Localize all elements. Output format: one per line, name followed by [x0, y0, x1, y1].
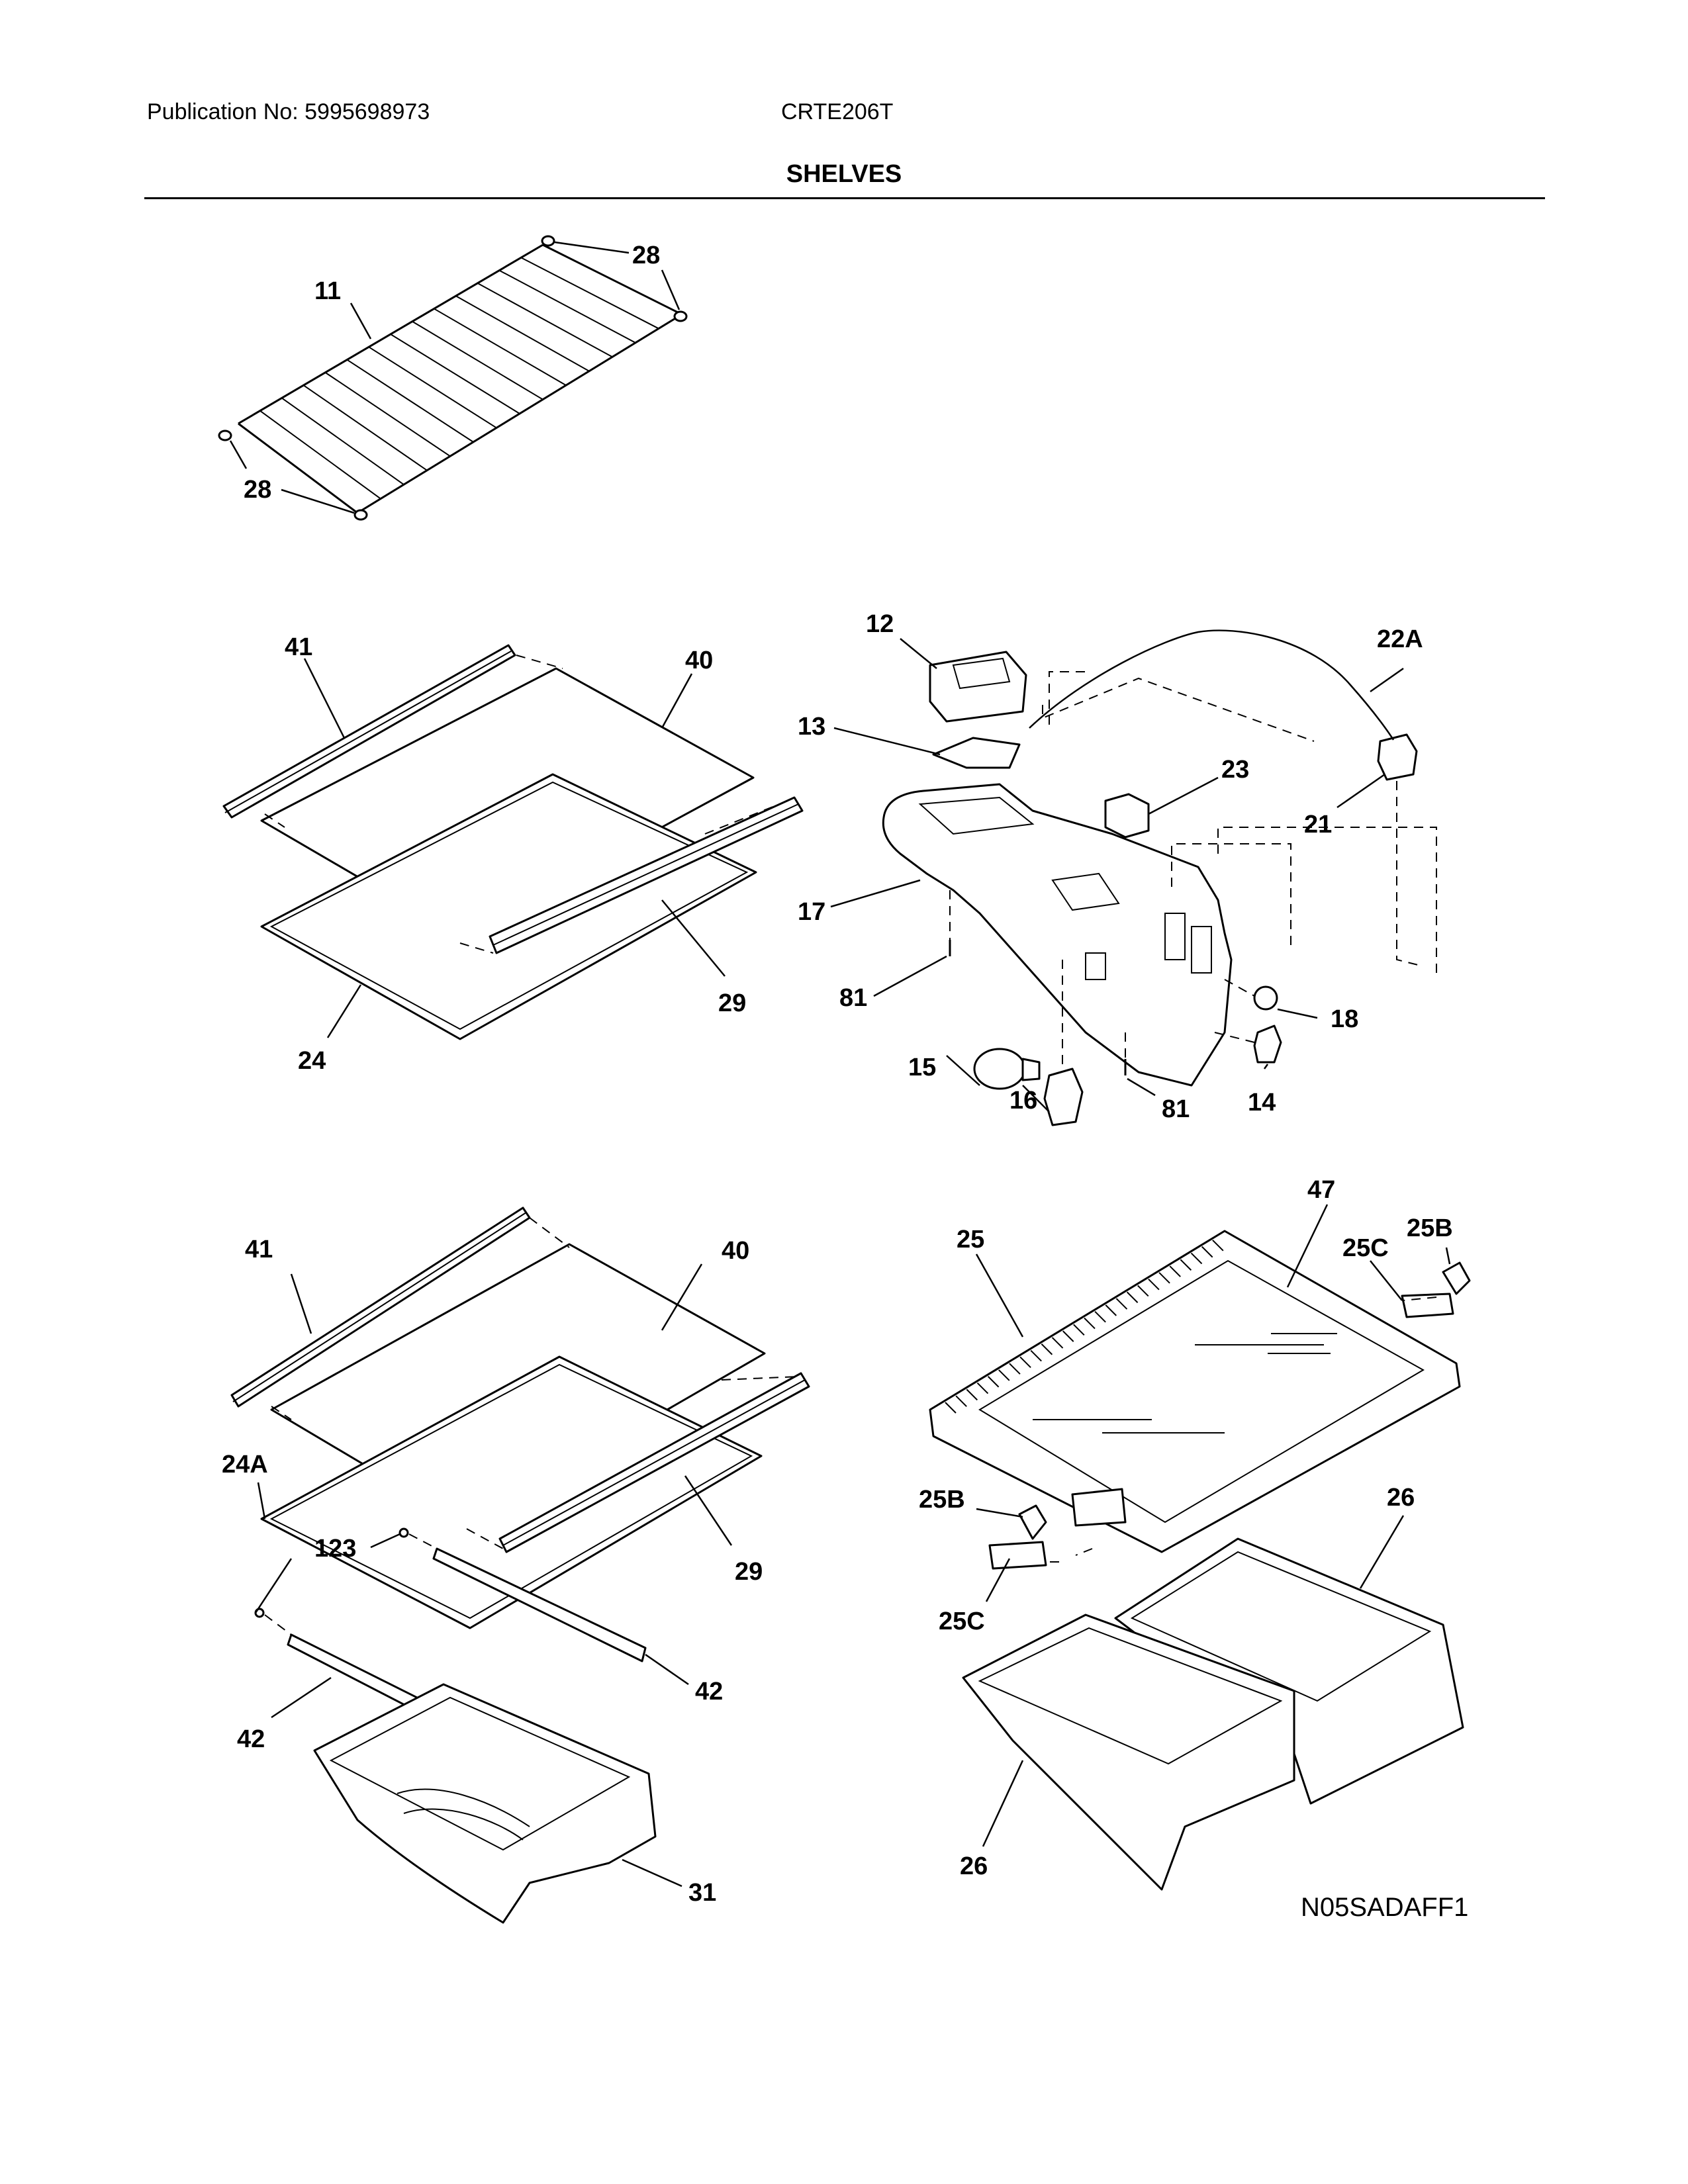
crisper-leaders — [975, 1204, 1451, 1847]
callout-81-right: 81 — [1162, 1095, 1190, 1123]
callout-18: 18 — [1331, 1005, 1358, 1033]
glass-shelf-upper — [222, 644, 804, 1040]
callout-29-upper: 29 — [718, 989, 746, 1017]
callout-42-left: 42 — [237, 1725, 265, 1753]
callout-22A: 22A — [1377, 625, 1423, 653]
callout-41-upper: 41 — [285, 633, 312, 661]
callout-40-lower: 40 — [722, 1237, 749, 1265]
callout-47: 47 — [1307, 1176, 1335, 1204]
callout-14: 14 — [1248, 1089, 1276, 1116]
callout-25C-left: 25C — [939, 1608, 985, 1635]
light-housing-leaders — [830, 638, 1404, 1113]
callout-25B-left: 25B — [919, 1486, 965, 1514]
callout-25B-top: 25B — [1407, 1214, 1453, 1242]
crisper-cover-and-drawers — [929, 1230, 1471, 1891]
wire-shelf — [218, 235, 688, 521]
callout-41-lower: 41 — [245, 1236, 273, 1263]
callout-11: 11 — [314, 277, 341, 305]
callout-28-bottom: 28 — [244, 476, 271, 504]
callout-25C-top: 25C — [1342, 1234, 1389, 1262]
glass-shelf-upper-leaders — [303, 658, 726, 1038]
callout-29-lower: 29 — [735, 1558, 763, 1586]
callout-17: 17 — [798, 898, 825, 926]
header-rule — [144, 197, 1545, 199]
model-number: CRTE206T — [781, 99, 894, 124]
callout-81-left: 81 — [839, 984, 867, 1012]
callout-21: 21 — [1304, 811, 1332, 839]
wire-shelf-leaders — [229, 241, 680, 514]
callout-12: 12 — [866, 610, 894, 638]
callout-13: 13 — [798, 713, 825, 741]
callout-24A: 24A — [222, 1451, 268, 1479]
light-housing-assembly — [882, 629, 1437, 1126]
callout-26-right: 26 — [1387, 1484, 1415, 1512]
glass-shelf-lower — [230, 1206, 810, 1924]
callout-16: 16 — [1009, 1087, 1037, 1115]
callout-15: 15 — [908, 1054, 936, 1081]
callout-26-left: 26 — [960, 1852, 988, 1880]
callout-42-right: 42 — [695, 1678, 723, 1706]
callout-24: 24 — [298, 1047, 326, 1075]
callout-25: 25 — [957, 1226, 984, 1253]
callout-28-top: 28 — [632, 242, 660, 269]
callout-23: 23 — [1221, 756, 1249, 784]
callout-123: 123 — [314, 1535, 356, 1563]
callout-40-upper: 40 — [685, 647, 713, 674]
publication-number: Publication No: 5995698973 — [147, 99, 430, 124]
callout-31: 31 — [688, 1879, 716, 1907]
diagram-code: N05SADAFF1 — [1301, 1893, 1468, 1922]
glass-shelf-lower-leaders — [254, 1263, 733, 1888]
page-title: SHELVES — [786, 160, 902, 188]
